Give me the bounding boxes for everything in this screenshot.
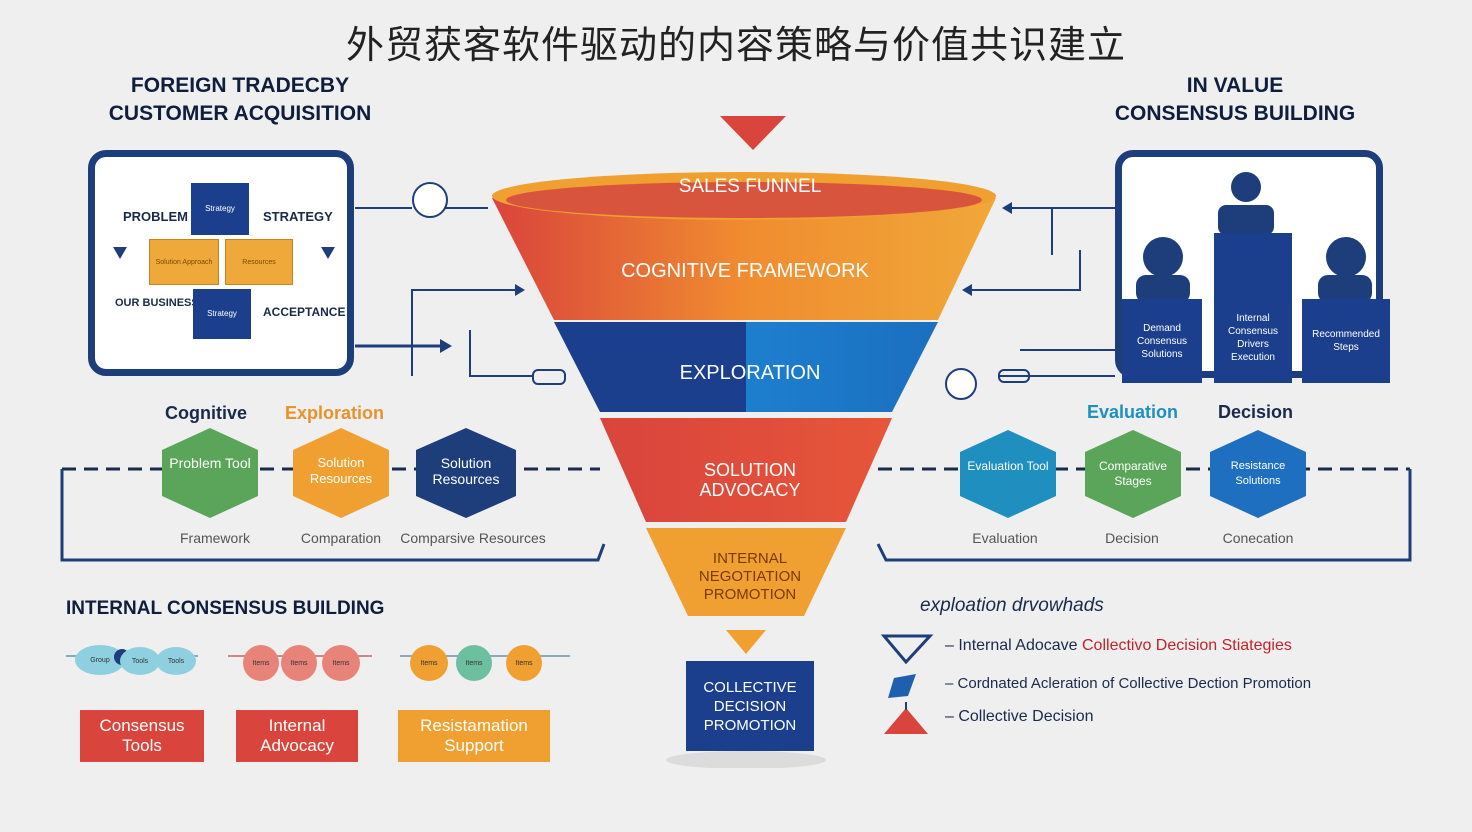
hex-label-comparative: Comparative Stages xyxy=(1098,459,1168,488)
legend-item-1-highlight: Collectivo Decision Stiategies xyxy=(1082,637,1292,654)
legend-title: exploation drvowhads xyxy=(920,595,1104,616)
sales-funnel xyxy=(492,116,996,768)
resistamation-support-card: Resistamation Support xyxy=(398,710,550,762)
caption-decision: Decision xyxy=(1105,530,1159,546)
hex-problem-tool xyxy=(162,428,258,518)
gear-icon xyxy=(945,368,977,400)
hex-label-solution-2: Solution Resources xyxy=(432,455,500,487)
left-header: FOREIGN TRADECBY CUSTOMER ACQUISITION xyxy=(90,72,390,128)
page-title: 外贸获客软件驱动的内容策略与价值共识建立 xyxy=(345,25,1126,67)
legend-icons xyxy=(880,634,934,734)
legend-item-3: – Collective Decision xyxy=(945,708,1094,725)
bead: Items xyxy=(243,645,279,681)
arrow-down-icon xyxy=(113,247,127,259)
caption-evaluation: Evaluation xyxy=(972,530,1038,546)
right-header-line2: CONSENSUS BUILDING xyxy=(1114,102,1356,125)
panel-box-bottom: Strategy xyxy=(193,289,251,339)
collective-decision-box: COLLECTIVE DECISION PROMOTION xyxy=(686,661,814,751)
panel-label-strategy: STRATEGY xyxy=(263,209,333,224)
legend-item-3-text: Collective Decision xyxy=(958,708,1094,725)
caption-comparation: Comparation xyxy=(300,530,382,546)
panel-label-problem: PROBLEM xyxy=(123,209,188,224)
bead: Items xyxy=(410,645,448,681)
right-team-panel: Demand Consensus Solutions Internal Cons… xyxy=(1115,150,1390,383)
panel-label-business: OUR BUSINESS xyxy=(115,297,199,309)
left-strategy-panel: PROBLEM STRATEGY OUR BUSINESS ACCEPTANCE… xyxy=(88,150,354,376)
right-header: IN VALUE CONSENSUS BUILDING xyxy=(1085,72,1385,128)
stage-title-cognitive: Cognitive xyxy=(165,403,248,423)
hex-resistance-solutions xyxy=(1210,430,1306,518)
chain-link-icon xyxy=(998,369,1030,383)
stage-title-exploration: Exploration xyxy=(285,403,385,423)
caption-conecation: Conecation xyxy=(1222,530,1294,546)
hex-solution-resources-2 xyxy=(416,428,516,518)
panel-label-acceptance: ACCEPTANCE xyxy=(263,305,346,319)
funnel-top-arrow xyxy=(720,116,786,150)
arrow-down-icon xyxy=(321,247,335,259)
link-icon xyxy=(532,369,566,385)
triangle-outline-icon xyxy=(880,634,934,665)
bead: Items xyxy=(281,645,317,681)
hex-evaluation-tool xyxy=(960,430,1056,518)
funnel-layer-cognitive: COGNITIVE FRAMEWORK xyxy=(621,260,869,282)
internal-consensus-title: INTERNAL CONSENSUS BUILDING xyxy=(66,598,385,619)
legend-item-1: – Internal Adocave Collectivo Decision S… xyxy=(945,637,1292,654)
legend-item-2: – Cordnated Acleration of Collective Dec… xyxy=(945,675,1312,692)
funnel-layer-advocacy: SOLUTION ADVOCACY xyxy=(699,460,801,500)
funnel-layer-exploration: EXPLORATION xyxy=(679,362,821,384)
diamond-icon xyxy=(888,674,916,698)
bead: Tools xyxy=(156,647,196,675)
hex-label-resistance: Resistance Solutions xyxy=(1230,460,1286,487)
internal-advocacy-card: Internal Advocacy xyxy=(236,710,358,762)
panel-box-right: Resources xyxy=(225,239,293,285)
consensus-tools-card: Consensus Tools xyxy=(80,710,204,762)
right-header-line1: IN VALUE xyxy=(1186,74,1284,97)
caption-framework: Framework xyxy=(179,530,250,546)
bead: Tools xyxy=(120,647,160,675)
funnel-layer-sales: SALES FUNNEL xyxy=(678,176,822,197)
triangle-red-icon xyxy=(884,708,928,734)
left-header-line2: CUSTOMER ACQUISITION xyxy=(108,102,372,125)
team-box-right: Recommended Steps xyxy=(1302,299,1390,383)
bead: Items xyxy=(456,645,492,681)
left-header-line1: FOREIGN TRADECBY xyxy=(130,74,350,97)
team-box-left: Demand Consensus Solutions xyxy=(1122,299,1202,383)
stage-title-evaluation: Evaluation xyxy=(1087,402,1179,422)
hex-comparative-stages xyxy=(1085,430,1181,518)
network-node-icon xyxy=(412,182,448,218)
panel-box-left: Solution Approach xyxy=(149,239,219,285)
legend-item-2-text: Cordnated Acleration of Collective Decti… xyxy=(957,675,1312,692)
hex-label-solution: Solution Resources xyxy=(309,455,373,486)
funnel-layer-internal: INTERNAL NEGOTIATION PROMOTION xyxy=(698,550,802,603)
legend-item-1-prefix: Internal Adocave xyxy=(958,637,1078,654)
caption-comparsive: Comparsive Resources xyxy=(400,530,546,546)
hex-label-evaluation: Evaluation Tool xyxy=(967,459,1049,473)
panel-box-top: Strategy xyxy=(191,183,249,235)
stage-title-decision: Decision xyxy=(1218,402,1294,422)
bead: Items xyxy=(322,645,360,681)
hex-label-problem: Problem Tool xyxy=(169,455,251,471)
hex-solution-resources xyxy=(293,428,389,518)
bead: Items xyxy=(506,645,542,681)
team-box-center: Internal Consensus Drivers Execution xyxy=(1214,233,1292,383)
